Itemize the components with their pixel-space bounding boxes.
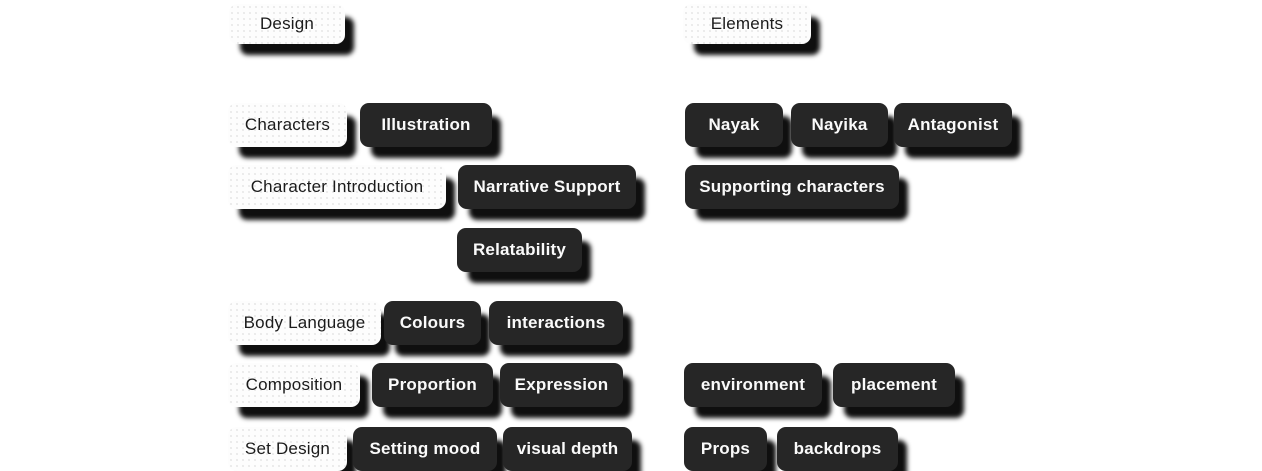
chip-label: Proportion [388, 375, 477, 394]
chip-antagonist[interactable]: Antagonist [894, 103, 1012, 147]
chip-backdrops[interactable]: backdrops [777, 427, 898, 471]
chip-label: visual depth [516, 439, 619, 458]
chip-label: Characters [244, 115, 331, 134]
chip-label: interactions [506, 313, 606, 332]
chip-proportion[interactable]: Proportion [372, 363, 493, 407]
chip-label: Composition [245, 375, 343, 394]
chip-label: Character Introduction [250, 177, 424, 196]
chip-colours[interactable]: Colours [384, 301, 481, 345]
chip-label: Antagonist [907, 115, 999, 134]
chip-label: Narrative Support [473, 177, 621, 196]
chip-label: Design [259, 14, 315, 33]
chip-nayak[interactable]: Nayak [685, 103, 783, 147]
chip-label: environment [700, 375, 806, 394]
chip-label: Nayak [708, 115, 760, 134]
chip-label: Colours [399, 313, 466, 332]
chip-narrative-support[interactable]: Narrative Support [458, 165, 636, 209]
chip-expression[interactable]: Expression [500, 363, 623, 407]
chip-props[interactable]: Props [684, 427, 767, 471]
chip-nayika[interactable]: Nayika [791, 103, 888, 147]
chip-label: Body Language [243, 313, 366, 332]
chip-composition[interactable]: Composition [228, 363, 360, 407]
chip-environment[interactable]: environment [684, 363, 822, 407]
chip-label: backdrops [793, 439, 882, 458]
chip-label: Set Design [244, 439, 331, 458]
chip-setting-mood[interactable]: Setting mood [353, 427, 497, 471]
chip-label: Illustration [381, 115, 471, 134]
chip-character-introduction[interactable]: Character Introduction [228, 165, 446, 209]
chip-label: Setting mood [369, 439, 481, 458]
chip-label: Props [700, 439, 751, 458]
chip-illustration[interactable]: Illustration [360, 103, 492, 147]
chip-label: Relatability [472, 240, 567, 259]
chip-characters[interactable]: Characters [228, 103, 347, 147]
chip-design[interactable]: Design [229, 4, 345, 44]
chip-label: Supporting characters [699, 177, 885, 196]
chip-visual-depth[interactable]: visual depth [503, 427, 632, 471]
chip-supporting-characters[interactable]: Supporting characters [685, 165, 899, 209]
chip-label: Nayika [811, 115, 868, 134]
chip-label: Elements [710, 14, 784, 33]
chip-interactions[interactable]: interactions [489, 301, 623, 345]
chip-placement[interactable]: placement [833, 363, 955, 407]
chip-set-design[interactable]: Set Design [228, 427, 347, 471]
chip-label: placement [851, 375, 937, 394]
chip-label: Expression [514, 375, 609, 394]
chip-body-language[interactable]: Body Language [228, 301, 381, 345]
chip-relatability[interactable]: Relatability [457, 228, 582, 272]
chip-elements[interactable]: Elements [683, 4, 811, 44]
